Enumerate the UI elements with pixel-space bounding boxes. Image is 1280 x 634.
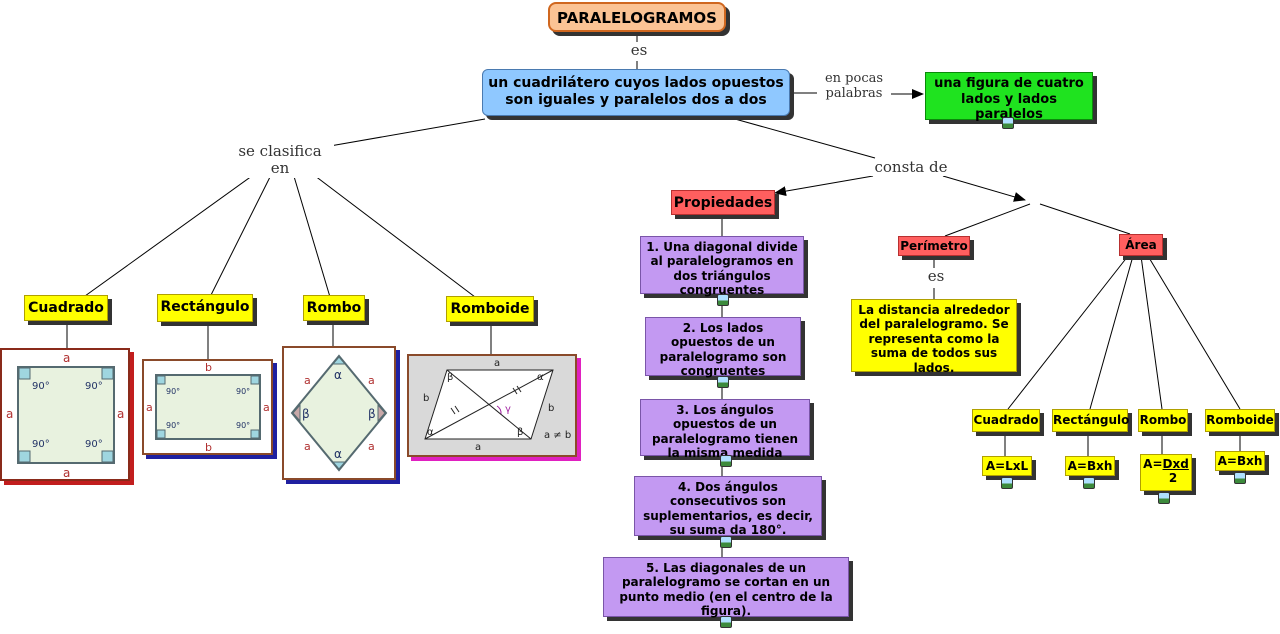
image-icon[interactable] <box>720 536 732 548</box>
square-side-right: a <box>117 407 124 421</box>
link-area-rombo <box>1140 255 1163 410</box>
rhombus-side-tl: a <box>304 374 311 387</box>
area-type-cuadrado[interactable]: Cuadrado <box>972 409 1040 432</box>
formula-rombo-denominator: 2 <box>1168 471 1178 486</box>
image-icon[interactable] <box>1083 477 1095 489</box>
rect-side-top: b <box>205 361 212 374</box>
formula-rombo-numerator: Dxd <box>1162 457 1189 471</box>
formula-romboide[interactable]: A=Bxh <box>1215 451 1265 471</box>
link-branch-perimetro <box>944 203 1031 237</box>
formula-rombo[interactable]: A=Dxd 2 <box>1140 454 1192 491</box>
romboid-figure: a a b b β α α β a ≠ b γ <box>407 354 577 457</box>
rect-side-right: a <box>263 401 270 414</box>
romboid-beta-tl: β <box>447 372 453 383</box>
link-area-rectangulo <box>1089 255 1134 410</box>
square-angle-tr: 90° <box>85 381 103 392</box>
link-consists-branch <box>942 175 1026 202</box>
romboid-beta-br: β <box>517 427 523 438</box>
square-angle-bl: 90° <box>32 439 50 450</box>
property-4[interactable]: 4. Dos ángulos consecutivos son suplemen… <box>634 476 822 537</box>
link-consists-propiedades <box>774 175 874 197</box>
property-1[interactable]: 1. Una diagonal divide al paralelogramos… <box>640 236 804 297</box>
type-cuadrado[interactable]: Cuadrado <box>24 295 108 321</box>
title-node[interactable]: PARALELOGRAMOS <box>548 2 726 32</box>
perimetro-node[interactable]: Perímetro <box>898 236 970 256</box>
romboid-alpha-bl: α <box>427 427 434 438</box>
image-icon[interactable] <box>1002 117 1014 129</box>
rect-side-left: a <box>146 401 153 414</box>
area-type-rombo[interactable]: Rombo <box>1138 409 1188 432</box>
square-angle-tl: 90° <box>32 381 50 392</box>
type-romboide[interactable]: Romboide <box>446 296 534 322</box>
rect-angle-tl: 90° <box>166 387 180 396</box>
image-icon[interactable] <box>1158 492 1170 504</box>
rhombus-side-bl: a <box>304 440 311 453</box>
propiedades-node[interactable]: Propiedades <box>671 190 775 215</box>
romboid-side-top: a <box>494 358 500 369</box>
link-area-cuadrado <box>1007 255 1129 410</box>
area-type-romboide[interactable]: Romboide <box>1205 409 1275 432</box>
property-3[interactable]: 3. Los ángulos opuestos de un paralelogr… <box>640 399 810 460</box>
area-node[interactable]: Área <box>1119 234 1163 256</box>
romboid-side-right: b <box>548 403 554 414</box>
image-icon[interactable] <box>720 455 732 467</box>
romboid-side-bottom: a <box>475 442 481 453</box>
romboid-alpha-tr: α <box>537 372 544 383</box>
link-classify-romboide <box>297 162 476 298</box>
summary-text: una figura de cuatro lados y lados paral… <box>934 76 1084 123</box>
formula-rombo-prefix: A= <box>1143 457 1163 471</box>
rhombus-side-tr: a <box>368 374 375 387</box>
image-icon[interactable] <box>1001 477 1013 489</box>
romboid-neq: a ≠ b <box>544 430 571 441</box>
romboid-gamma: γ <box>505 404 511 415</box>
square-side-top: a <box>63 351 70 365</box>
square-side-left: a <box>6 407 13 421</box>
perimetro-es-label: es <box>923 267 949 286</box>
image-icon[interactable] <box>720 616 732 628</box>
area-type-rectangulo[interactable]: Rectángulo <box>1052 409 1129 432</box>
rect-angle-tr: 90° <box>236 387 250 396</box>
link-area-romboide <box>1147 255 1241 410</box>
image-icon[interactable] <box>717 376 729 388</box>
rect-angle-br: 90° <box>236 421 250 430</box>
square-side-bottom: a <box>63 466 70 479</box>
definition-node[interactable]: un cuadrilátero cuyos lados opuestos son… <box>482 69 790 116</box>
type-rectangulo[interactable]: Rectángulo <box>157 294 253 322</box>
link-definition-consists <box>734 118 876 159</box>
link-branch-area <box>1039 203 1131 235</box>
rhombus-alpha-bottom: α <box>334 447 342 461</box>
type-rombo[interactable]: Rombo <box>303 295 365 321</box>
rhombus-side-br: a <box>368 440 375 453</box>
square-figure: 90° 90° 90° 90° a a a a <box>0 348 130 481</box>
classify-link-label: se clasifica en <box>226 142 334 178</box>
perimetro-definition[interactable]: La distancia alrededor del paralelogramo… <box>851 299 1017 375</box>
rect-side-bottom: b <box>205 441 212 453</box>
image-icon[interactable] <box>717 294 729 306</box>
property-5[interactable]: 5. Las diagonales de un paralelogramo se… <box>603 557 849 618</box>
es-link-label: es <box>626 41 652 60</box>
formula-rectangulo[interactable]: A=Bxh <box>1065 456 1115 476</box>
summary-node[interactable]: una figura de cuatro lados y lados paral… <box>925 72 1093 123</box>
rhombus-beta-left: β <box>302 407 310 421</box>
consists-link-label: consta de <box>869 158 953 177</box>
romboid-side-left: b <box>423 393 429 404</box>
rhombus-alpha-top: α <box>334 368 342 382</box>
link-classify-rombo <box>289 162 331 298</box>
rect-angle-bl: 90° <box>166 421 180 430</box>
summary-link-label: en pocas palabras <box>817 71 891 102</box>
rhombus-figure: α α β β a a a a <box>282 346 396 480</box>
link-classify-rectangulo <box>209 162 278 298</box>
rectangle-figure: 90° 90° 90° 90° b b a a <box>142 359 273 455</box>
link-classify-cuadrado <box>84 162 271 297</box>
image-icon[interactable] <box>1234 472 1246 484</box>
link-definition-classify <box>329 118 486 147</box>
property-2[interactable]: 2. Los lados opuestos de un paralelogram… <box>645 317 801 378</box>
formula-cuadrado[interactable]: A=LxL <box>982 456 1032 476</box>
square-angle-br: 90° <box>85 439 103 450</box>
rhombus-beta-right: β <box>368 407 376 421</box>
